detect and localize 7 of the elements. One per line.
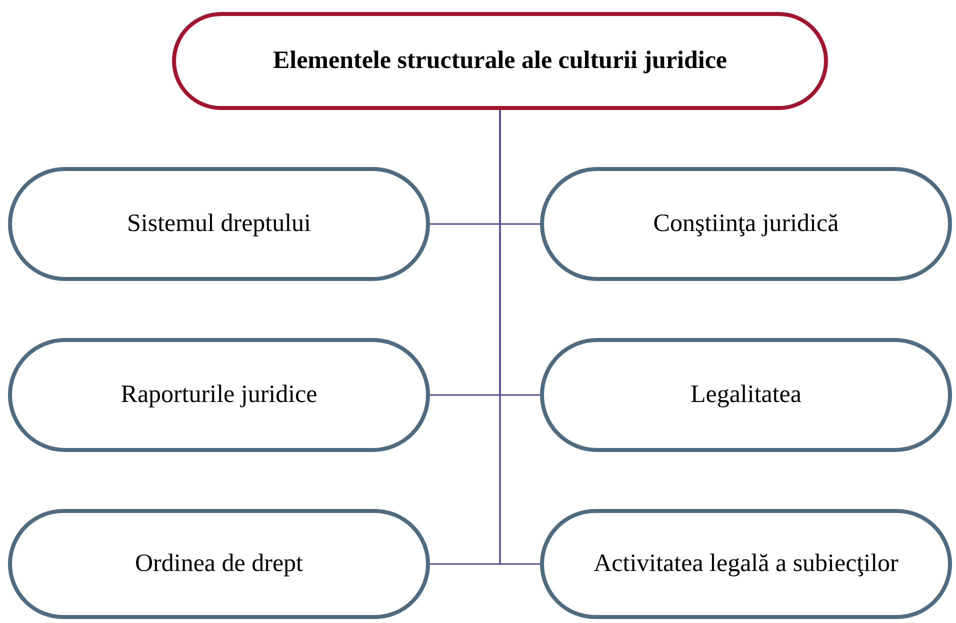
element-label: Sistemul dreptului xyxy=(126,208,312,239)
element-label: Ordinea de drept xyxy=(135,548,303,579)
title-text: Elementele structurale ale culturii juridice xyxy=(272,46,728,76)
element-label: Activitatea legală a subiecţilor xyxy=(594,548,898,579)
element-label: Legalitatea xyxy=(690,380,802,410)
element-label: Raporturile juridice xyxy=(120,380,318,410)
element-label: Conştiinţa juridică xyxy=(653,208,839,239)
